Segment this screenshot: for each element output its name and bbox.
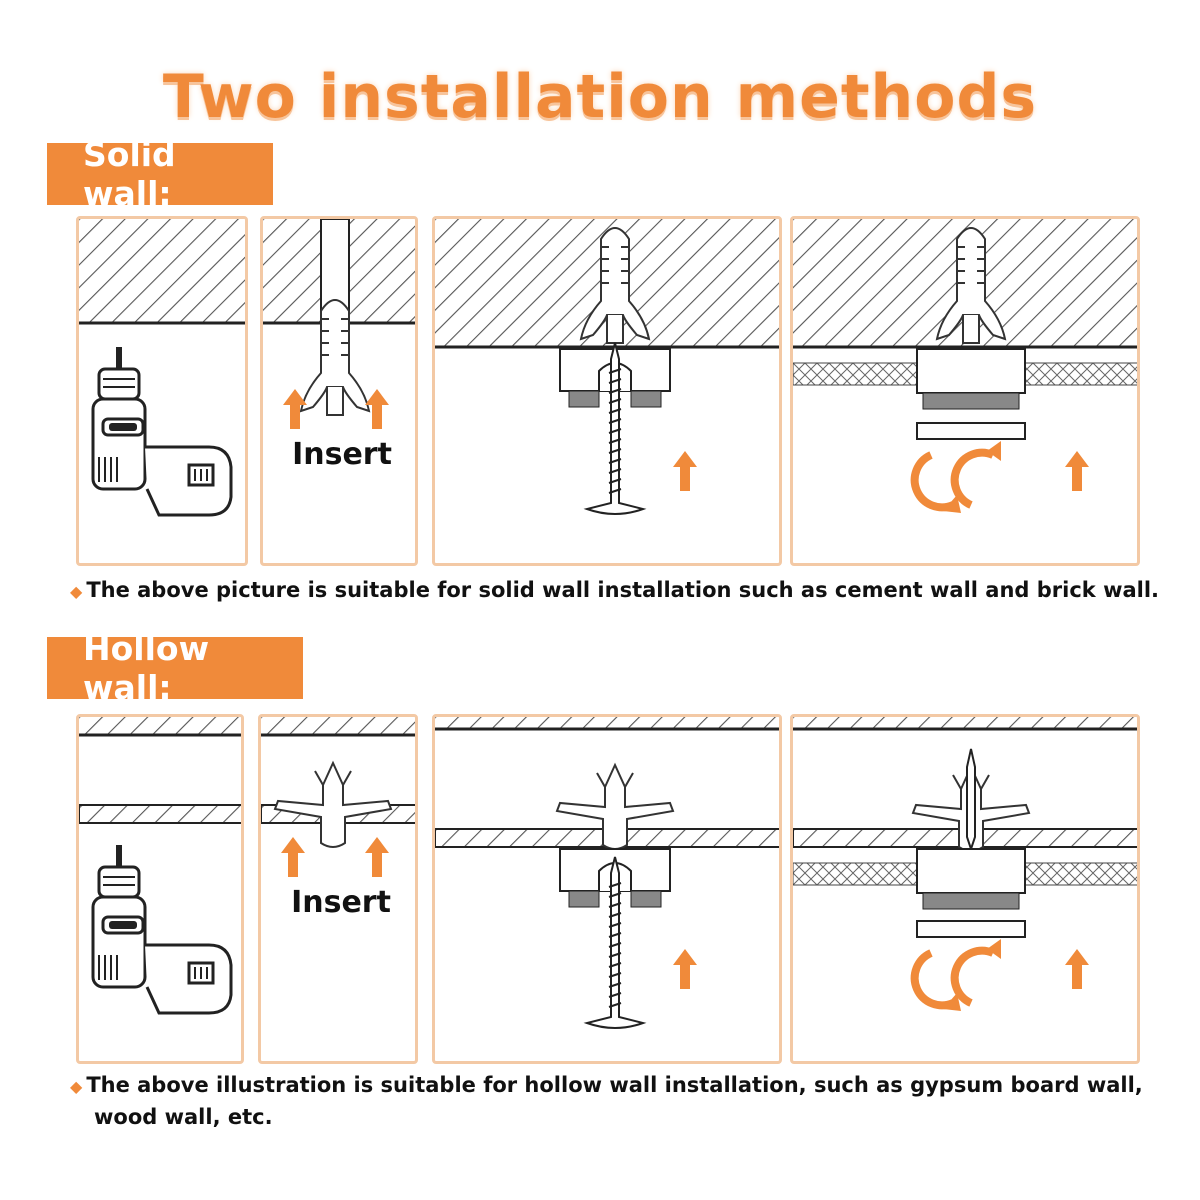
cap-plate: [916, 422, 1026, 440]
cap-plate: [916, 920, 1026, 938]
solid-step-screw-panel: [432, 216, 782, 566]
solid-step-insert-panel: Insert: [260, 216, 418, 566]
solid-step-drill-illustration: [79, 219, 245, 517]
hollow-anchor-icon: [274, 762, 392, 848]
hollow-wall-banner: Hollow wall:: [47, 629, 303, 707]
hollow-step-rotate-illustration: [793, 717, 1137, 1064]
hollow-step-drill-panel: [76, 714, 244, 1064]
arrow-up-icon: [673, 451, 697, 491]
hollow-wall-banner-label: Hollow wall:: [83, 629, 210, 707]
mounted-bracket: [916, 348, 1026, 394]
hollow-step-insert-panel: Insert: [258, 714, 418, 1064]
bullet-icon: ◆: [70, 1077, 83, 1096]
solid-wall-banner-label: Solid wall:: [83, 135, 176, 213]
hollow-wall-note-line1: The above illustration is suitable for h…: [86, 1073, 1143, 1097]
rotate-arrows-icon: [915, 441, 1001, 513]
rotate-arrows-icon: [915, 939, 1001, 1011]
hollow-wall-note-line2: wood wall, etc.: [94, 1105, 273, 1129]
hollow-step-insert-illustration: [261, 717, 415, 877]
solid-wall-banner: Solid wall:: [47, 135, 273, 213]
hollow-step-rotate-panel: [790, 714, 1140, 1064]
solid-step-drill-panel: [76, 216, 248, 566]
arrow-up-icon: [1065, 451, 1089, 491]
solid-wall-note: ◆The above picture is suitable for solid…: [70, 575, 1170, 607]
hollow-insert-label: Insert: [291, 885, 391, 920]
mounted-bracket: [916, 848, 1026, 894]
arrow-up-icon: [281, 837, 305, 877]
arrow-up-icon: [1065, 949, 1089, 989]
solid-step-insert-illustration: [263, 219, 415, 429]
solid-step-rotate-panel: [790, 216, 1140, 566]
page-title: Two installation methods: [162, 62, 1038, 132]
hollow-wall-note: ◆The above illustration is suitable for …: [70, 1070, 1170, 1132]
hollow-step-drill-illustration: [79, 717, 241, 1015]
hollow-step-screw-panel: [432, 714, 782, 1064]
bullet-icon: ◆: [70, 582, 83, 601]
solid-step-rotate-illustration: [793, 219, 1137, 566]
hollow-step-screw-illustration: [435, 717, 779, 1029]
arrow-up-icon: [365, 837, 389, 877]
solid-step-screw-illustration: [435, 219, 779, 515]
solid-insert-label: Insert: [292, 437, 392, 472]
screw-in-anchor: [966, 748, 976, 853]
solid-wall-note-text: The above picture is suitable for solid …: [86, 578, 1160, 602]
drill-icon: [91, 345, 233, 517]
drill-icon: [91, 843, 233, 1015]
arrow-up-icon: [673, 949, 697, 989]
